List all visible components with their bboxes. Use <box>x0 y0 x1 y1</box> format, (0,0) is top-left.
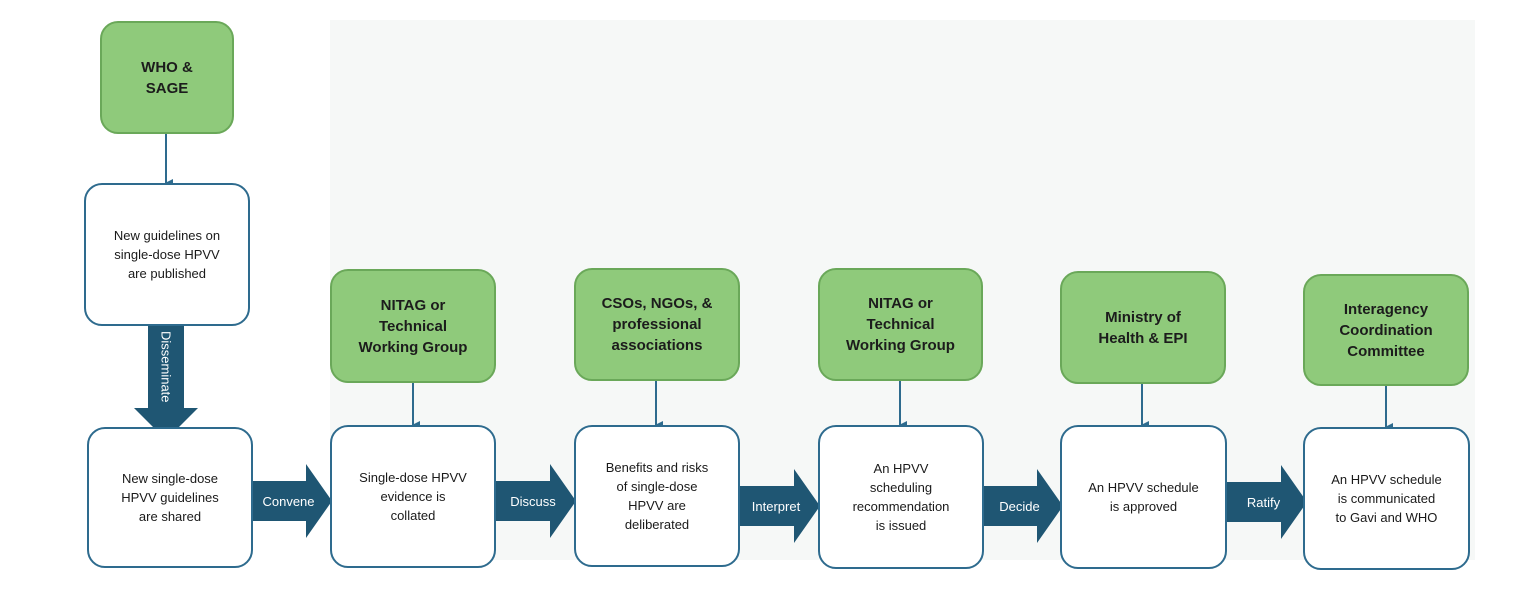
actor-nitag-1: NITAG or Technical Working Group <box>330 269 496 383</box>
actor-nitag-2: NITAG or Technical Working Group <box>818 268 983 381</box>
step-guidelines-published: New guidelines on single-dose HPVV are p… <box>84 183 250 326</box>
decide-arrow <box>982 469 1063 543</box>
ratify-label: Ratify <box>1246 494 1281 510</box>
actor-who-sage: WHO & SAGE <box>100 21 234 134</box>
decide-label: Decide <box>999 498 1040 514</box>
actor-ministry-of-health: Ministry of Health & EPI <box>1060 271 1226 384</box>
step-guidelines-shared: New single-dose HPVV guidelines are shar… <box>87 427 253 568</box>
interpret-arrow <box>738 469 820 543</box>
discuss-label: Discuss <box>510 493 556 509</box>
discuss-arrow <box>496 464 576 538</box>
step-evidence-collated: Single-dose HPVV evidence is collated <box>330 425 496 568</box>
step-schedule-communicated: An HPVV schedule is communicated to Gavi… <box>1303 427 1470 570</box>
step-recommendation-issued: An HPVV scheduling recommendation is iss… <box>818 425 984 569</box>
step-schedule-approved: An HPVV schedule is approved <box>1060 425 1227 569</box>
disseminate-arrow <box>134 326 198 440</box>
actor-interagency-committee: Interagency Coordination Committee <box>1303 274 1469 386</box>
convene-arrow <box>251 464 332 538</box>
convene-label: Convene <box>262 493 315 509</box>
actor-csos-ngos: CSOs, NGOs, & professional associations <box>574 268 740 381</box>
step-benefits-risks-deliberated: Benefits and risks of single-dose HPVV a… <box>574 425 740 567</box>
interpret-label: Interpret <box>751 498 801 514</box>
ratify-arrow <box>1226 465 1307 539</box>
disseminate-label: Disseminate <box>158 331 174 403</box>
